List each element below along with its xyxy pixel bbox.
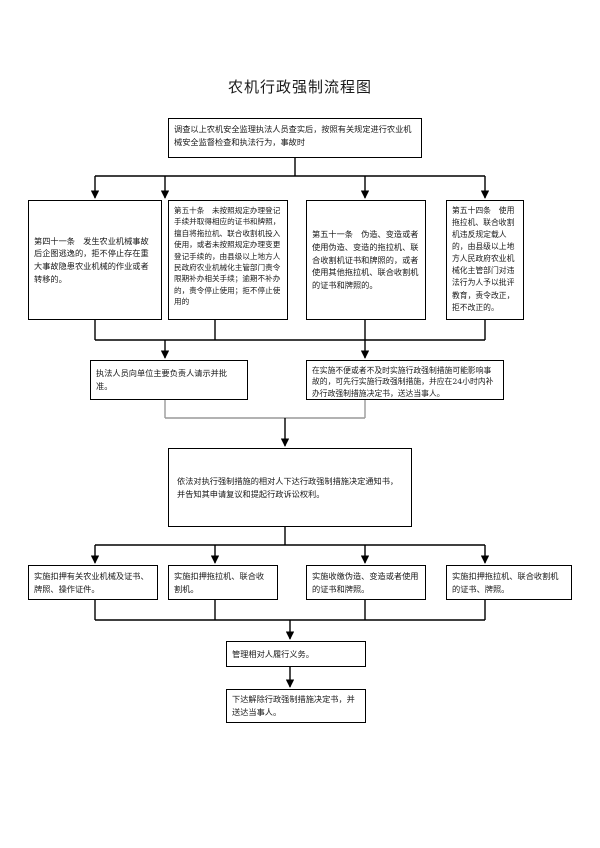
article-41-text: 第四十一条 发生农业机械事故后企图逃逸的，拒不停止存在重大事故隐患农业机械的作业… [34,235,149,284]
article-51-text: 第五十一条 伪造、变造或者使用伪造、变造的拖拉机、联合收割机证书和牌照的，或者使… [312,229,419,291]
lift-measure-box: 下达解除行政强制措施决定书，并送达当事人。 [226,689,366,723]
action-confiscate-forged-text: 实施收缴伪造、变造或者使用的证书和牌照。 [312,570,419,594]
article-50-box: 第五十条 未按照规定办理登记手续并取得相应的证书和牌照，擅自将拖拉机、联合收割机… [168,200,288,320]
decision-notice-box: 依法对执行强制措施的相对人下达行政强制措施决定通知书，并告知其申请复议和提起行政… [168,448,412,527]
article-54-box: 第五十四条 使用拖拉机、联合收割机违反规定载人的，由县级以上地方人民政府农业机械… [446,200,524,320]
action-confiscate-forged-box: 实施收缴伪造、变造或者使用的证书和牌照。 [306,565,426,600]
article-51-box: 第五十一条 伪造、变造或者使用伪造、变造的拖拉机、联合收割机证书和牌照的，或者使… [306,200,426,320]
action-seize-certificates-text: 实施扣押拖拉机、联合收割机的证书、牌照。 [452,570,559,594]
lift-measure-text: 下达解除行政强制措施决定书，并送达当事人。 [232,694,355,717]
action-seize-machinery-text: 实施扣押有关农业机械及证书、牌照、操作证件。 [34,570,149,594]
action-seize-tractor-text: 实施扣押拖拉机、联合收割机。 [174,570,265,594]
request-approval-box: 执法人员向单位主要负责人请示并批准。 [90,360,248,400]
action-seize-machinery-box: 实施扣押有关农业机械及证书、牌照、操作证件。 [28,565,158,600]
article-41-box: 第四十一条 发生农业机械事故后企图逃逸的，拒不停止存在重大事故隐患农业机械的作业… [28,200,162,320]
action-seize-certificates-box: 实施扣押拖拉机、联合收割机的证书、牌照。 [446,565,572,600]
fulfill-obligation-text: 管理相对人履行义务。 [232,648,314,659]
request-approval-text: 执法人员向单位主要负责人请示并批准。 [96,368,228,391]
action-seize-tractor-box: 实施扣押拖拉机、联合收割机。 [168,565,278,600]
page-title: 农机行政强制流程图 [227,78,372,96]
decision-notice-text: 依法对执行强制措施的相对人下达行政强制措施决定通知书，并告知其申请复议和提起行政… [177,475,399,499]
emergency-measure-box: 在实施不便或者不及时实施行政强制措施可能影响事故的，可先行实施行政强制措施，并应… [306,360,504,400]
fulfill-obligation-box: 管理相对人履行义务。 [226,641,366,667]
inspection-trigger-box: 调查以上农机安全监理执法人员查实后，按照有关规定进行农业机械安全监督检查和执法行… [168,118,422,158]
